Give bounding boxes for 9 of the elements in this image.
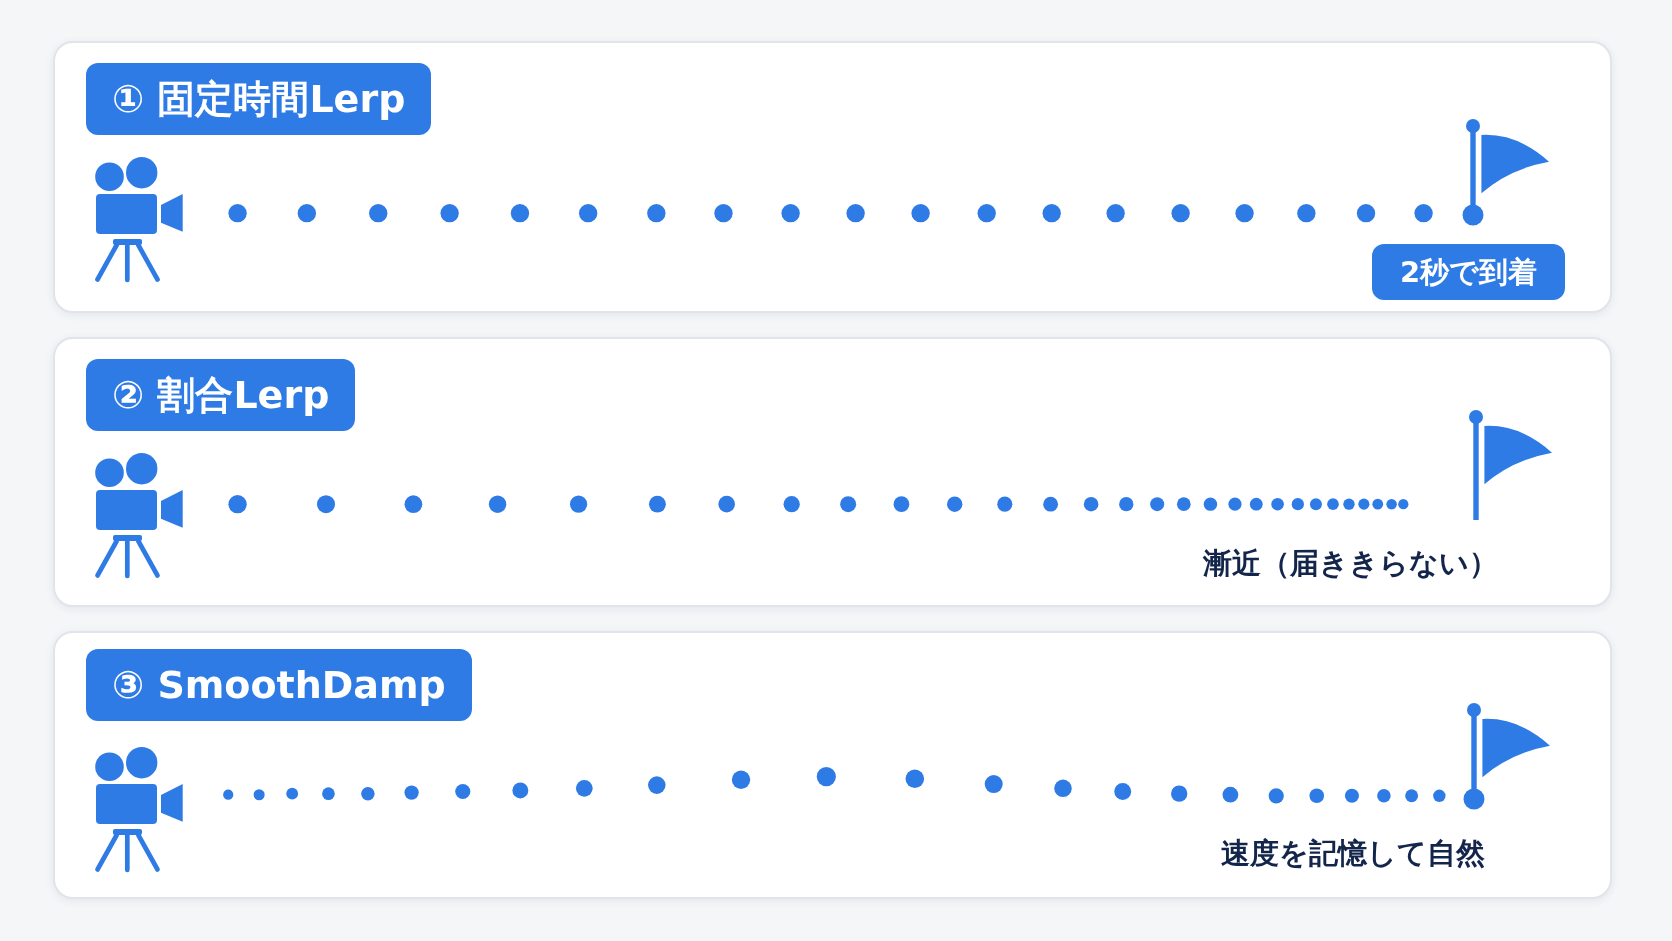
- note-text: 漸近（届ききらない）: [1203, 545, 1498, 581]
- section-heading: ② 割合Lerp: [86, 359, 356, 431]
- panel-card: [53, 41, 1612, 313]
- section-heading: ③ SmoothDamp: [86, 649, 472, 721]
- panel-card: [53, 337, 1612, 607]
- result-tag: 2秒で到着: [1372, 244, 1565, 300]
- section-heading: ① 固定時間Lerp: [86, 63, 432, 135]
- panel-card: [53, 631, 1612, 899]
- note-text: 速度を記憶して自然: [1221, 835, 1485, 871]
